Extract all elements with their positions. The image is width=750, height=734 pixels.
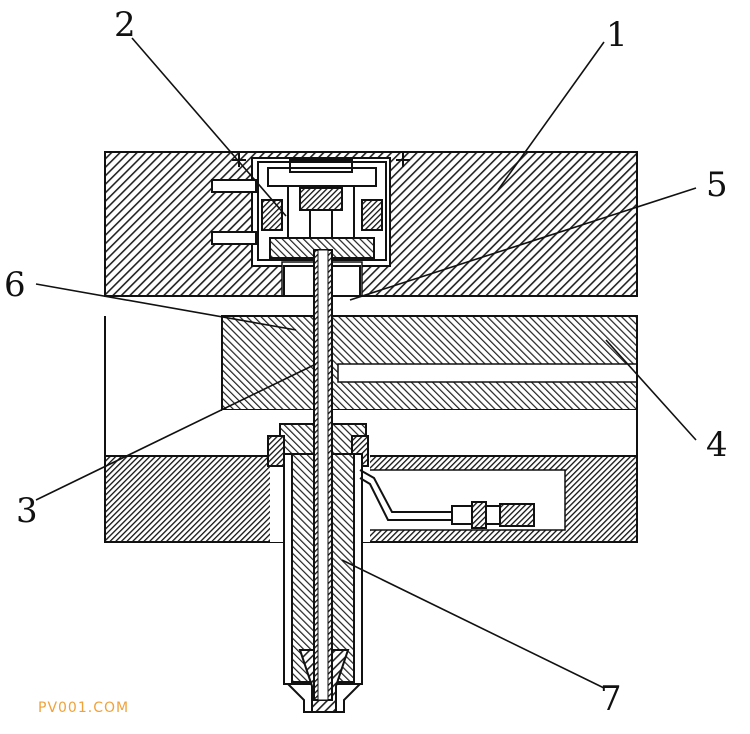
watermark: PV001.COM xyxy=(38,700,129,716)
callout-1: 1 xyxy=(606,15,628,55)
callout-3: 3 xyxy=(16,491,38,531)
valve-pin xyxy=(313,249,333,701)
manifold-plate xyxy=(104,315,638,456)
callout-5: 5 xyxy=(706,165,728,205)
thermocouple-cable xyxy=(359,469,535,529)
callout-7: 7 xyxy=(600,679,622,719)
callout-2: 2 xyxy=(114,5,136,45)
actuator-assembly xyxy=(211,153,410,261)
callout-4: 4 xyxy=(706,425,728,465)
callout-6: 6 xyxy=(4,265,26,305)
leader-lines xyxy=(35,37,697,689)
